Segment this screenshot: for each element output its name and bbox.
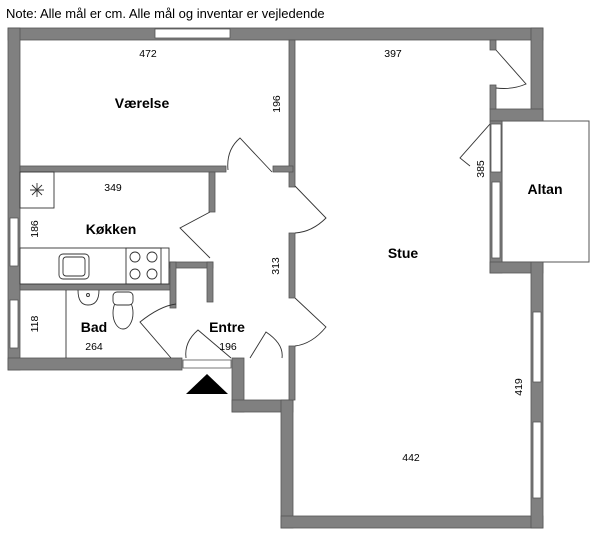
room-label-bad: Bad xyxy=(81,319,107,335)
room-label-entre: Entre xyxy=(209,319,245,335)
dim-bad-width: 264 xyxy=(85,341,103,353)
room-label-koekken: Køkken xyxy=(86,221,137,237)
room-label-vaerelse: Værelse xyxy=(115,95,170,111)
dim-stue-width-bottom: 442 xyxy=(402,452,420,464)
dim-bad-depth: 118 xyxy=(29,315,41,332)
interior-walls xyxy=(19,39,497,401)
vent-icon xyxy=(30,183,44,197)
room-label-stue: Stue xyxy=(388,245,419,261)
washbasin-icon xyxy=(77,289,100,306)
bathroom-fixtures xyxy=(65,289,134,358)
dim-stue-width-top: 397 xyxy=(384,48,402,60)
stove-icon xyxy=(125,247,162,285)
entrance-arrow-icon xyxy=(186,374,228,394)
doors xyxy=(139,49,527,359)
balcony xyxy=(501,120,590,263)
plan-note: Note: Alle mål er cm. Alle mål og invent… xyxy=(6,6,325,21)
kitchen-fixtures xyxy=(19,171,170,285)
dim-vaerelse-width: 472 xyxy=(139,48,157,60)
dim-koekken-depth: 186 xyxy=(29,220,41,238)
counter xyxy=(19,247,170,285)
room-label-altan: Altan xyxy=(528,181,563,197)
dim-altan-depth: 385 xyxy=(475,160,487,178)
sink-icon xyxy=(58,253,90,280)
dim-vaerelse-depth: 196 xyxy=(271,95,283,113)
dim-entre-width: 196 xyxy=(219,341,237,353)
windows xyxy=(9,28,542,499)
dim-entre-depth: 313 xyxy=(270,257,282,275)
dim-koekken-width: 349 xyxy=(104,182,122,194)
dim-stue-depth: 419 xyxy=(513,378,525,396)
